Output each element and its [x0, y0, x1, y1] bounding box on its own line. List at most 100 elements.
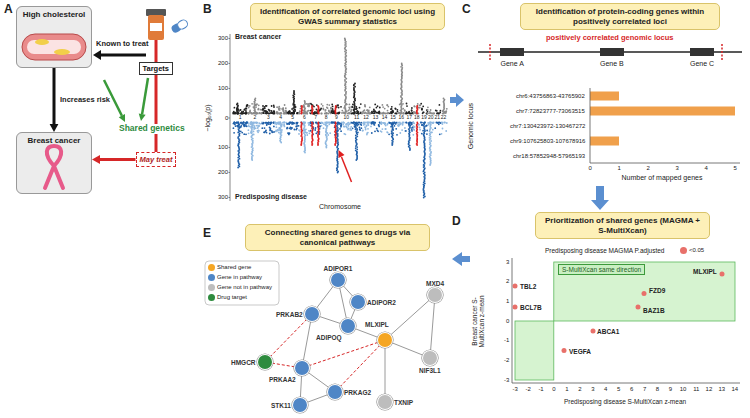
manhattan-dot [350, 126, 352, 128]
manhattan-dot [389, 112, 391, 114]
manhattan-dot [416, 112, 418, 114]
manhattan-dot [245, 123, 247, 125]
manhattan-dot [304, 108, 306, 110]
manhattan-dot [246, 106, 248, 108]
manhattan-dot [325, 134, 327, 136]
manhattan-dot [404, 109, 406, 111]
manhattan-dot [281, 125, 283, 127]
manhattan-dot [372, 122, 374, 124]
manhattan-dot [337, 133, 339, 135]
same-direction-region [515, 321, 554, 380]
manhattan-dot [270, 122, 272, 124]
manhattan-dot [322, 108, 324, 110]
manhattan-dot [314, 111, 316, 113]
manhattan-dot [422, 130, 424, 132]
manhattan-dot [413, 129, 415, 131]
bar [590, 137, 619, 146]
manhattan-dot [258, 122, 260, 124]
manhattan-dot [287, 113, 289, 115]
manhattan-dot [354, 124, 356, 126]
manhattan-dot [353, 85, 355, 87]
manhattan-dot [385, 128, 387, 130]
manhattan-dot [310, 122, 312, 124]
arrow-head [50, 124, 59, 132]
manhattan-dot [443, 100, 445, 102]
manhattan-dot [445, 112, 447, 114]
manhattan-dot [341, 110, 343, 112]
manhattan-dot [246, 122, 248, 124]
manhattan-dot [326, 122, 328, 124]
manhattan-dot [256, 122, 258, 124]
manhattan-dot [249, 111, 251, 113]
manhattan-dot [247, 112, 249, 114]
manhattan-dot [247, 104, 249, 106]
manhattan-dot [288, 111, 290, 113]
manhattan-dot [335, 106, 337, 108]
manhattan-dot [439, 104, 441, 106]
manhattan-dot [391, 144, 393, 146]
manhattan-dot [374, 122, 376, 124]
manhattan-dot [268, 122, 270, 124]
manhattan-dot [370, 126, 372, 128]
manhattan-dot [237, 106, 239, 108]
manhattan-dot [245, 110, 247, 112]
manhattan-dot [273, 111, 275, 113]
manhattan-dot [344, 84, 346, 86]
manhattan-dot [436, 110, 438, 112]
manhattan-dot [427, 106, 429, 108]
manhattan-dot [269, 127, 271, 129]
manhattan-dot [317, 110, 319, 112]
manhattan-dot [299, 110, 301, 112]
manhattan-dot [251, 103, 253, 105]
manhattan-dot [328, 123, 330, 125]
gene-point [513, 284, 518, 289]
manhattan-dot [419, 127, 421, 129]
manhattan-dot [311, 111, 313, 113]
manhattan-dot [344, 42, 346, 44]
manhattan-dot [417, 124, 419, 126]
manhattan-dot [426, 133, 428, 135]
manhattan-dot [347, 127, 349, 129]
manhattan-dot [371, 123, 373, 125]
manhattan-dot [394, 125, 396, 127]
manhattan-dot [303, 105, 305, 107]
manhattan-dot [356, 125, 358, 127]
pointer-arrow [342, 157, 352, 182]
manhattan-dot [279, 137, 281, 139]
manhattan-dot [310, 103, 312, 105]
manhattan-dot [380, 123, 382, 125]
legend-frame [205, 261, 279, 305]
manhattan-dot [339, 112, 341, 114]
manhattan-dot [237, 113, 239, 115]
manhattan-dot [280, 123, 282, 125]
manhattan-dot [367, 132, 369, 134]
manhattan-dot [326, 104, 328, 106]
manhattan-dot [356, 133, 358, 135]
artery-lumen [27, 40, 81, 54]
manhattan-dot [248, 123, 250, 125]
manhattan-dot [432, 122, 434, 124]
manhattan-dot [263, 131, 265, 133]
manhattan-dot [426, 125, 428, 127]
connector [431, 302, 435, 351]
manhattan-dot [394, 108, 396, 110]
manhattan-dot [288, 123, 290, 125]
manhattan-dot [342, 124, 344, 126]
manhattan-dot [311, 111, 313, 113]
manhattan-dot [273, 111, 275, 113]
manhattan-dot [437, 122, 439, 124]
manhattan-dot [273, 105, 275, 107]
manhattan-dot [422, 111, 424, 113]
manhattan-dot [350, 122, 352, 124]
gene-point [642, 291, 647, 296]
axis-tick [229, 88, 231, 89]
manhattan-dot [273, 111, 275, 113]
manhattan-dot [264, 106, 266, 108]
manhattan-dot [366, 125, 368, 127]
manhattan-dot [434, 127, 436, 129]
manhattan-dot [294, 129, 296, 131]
manhattan-dot [233, 122, 235, 124]
manhattan-dot [331, 122, 333, 124]
manhattan-dot [301, 110, 303, 112]
